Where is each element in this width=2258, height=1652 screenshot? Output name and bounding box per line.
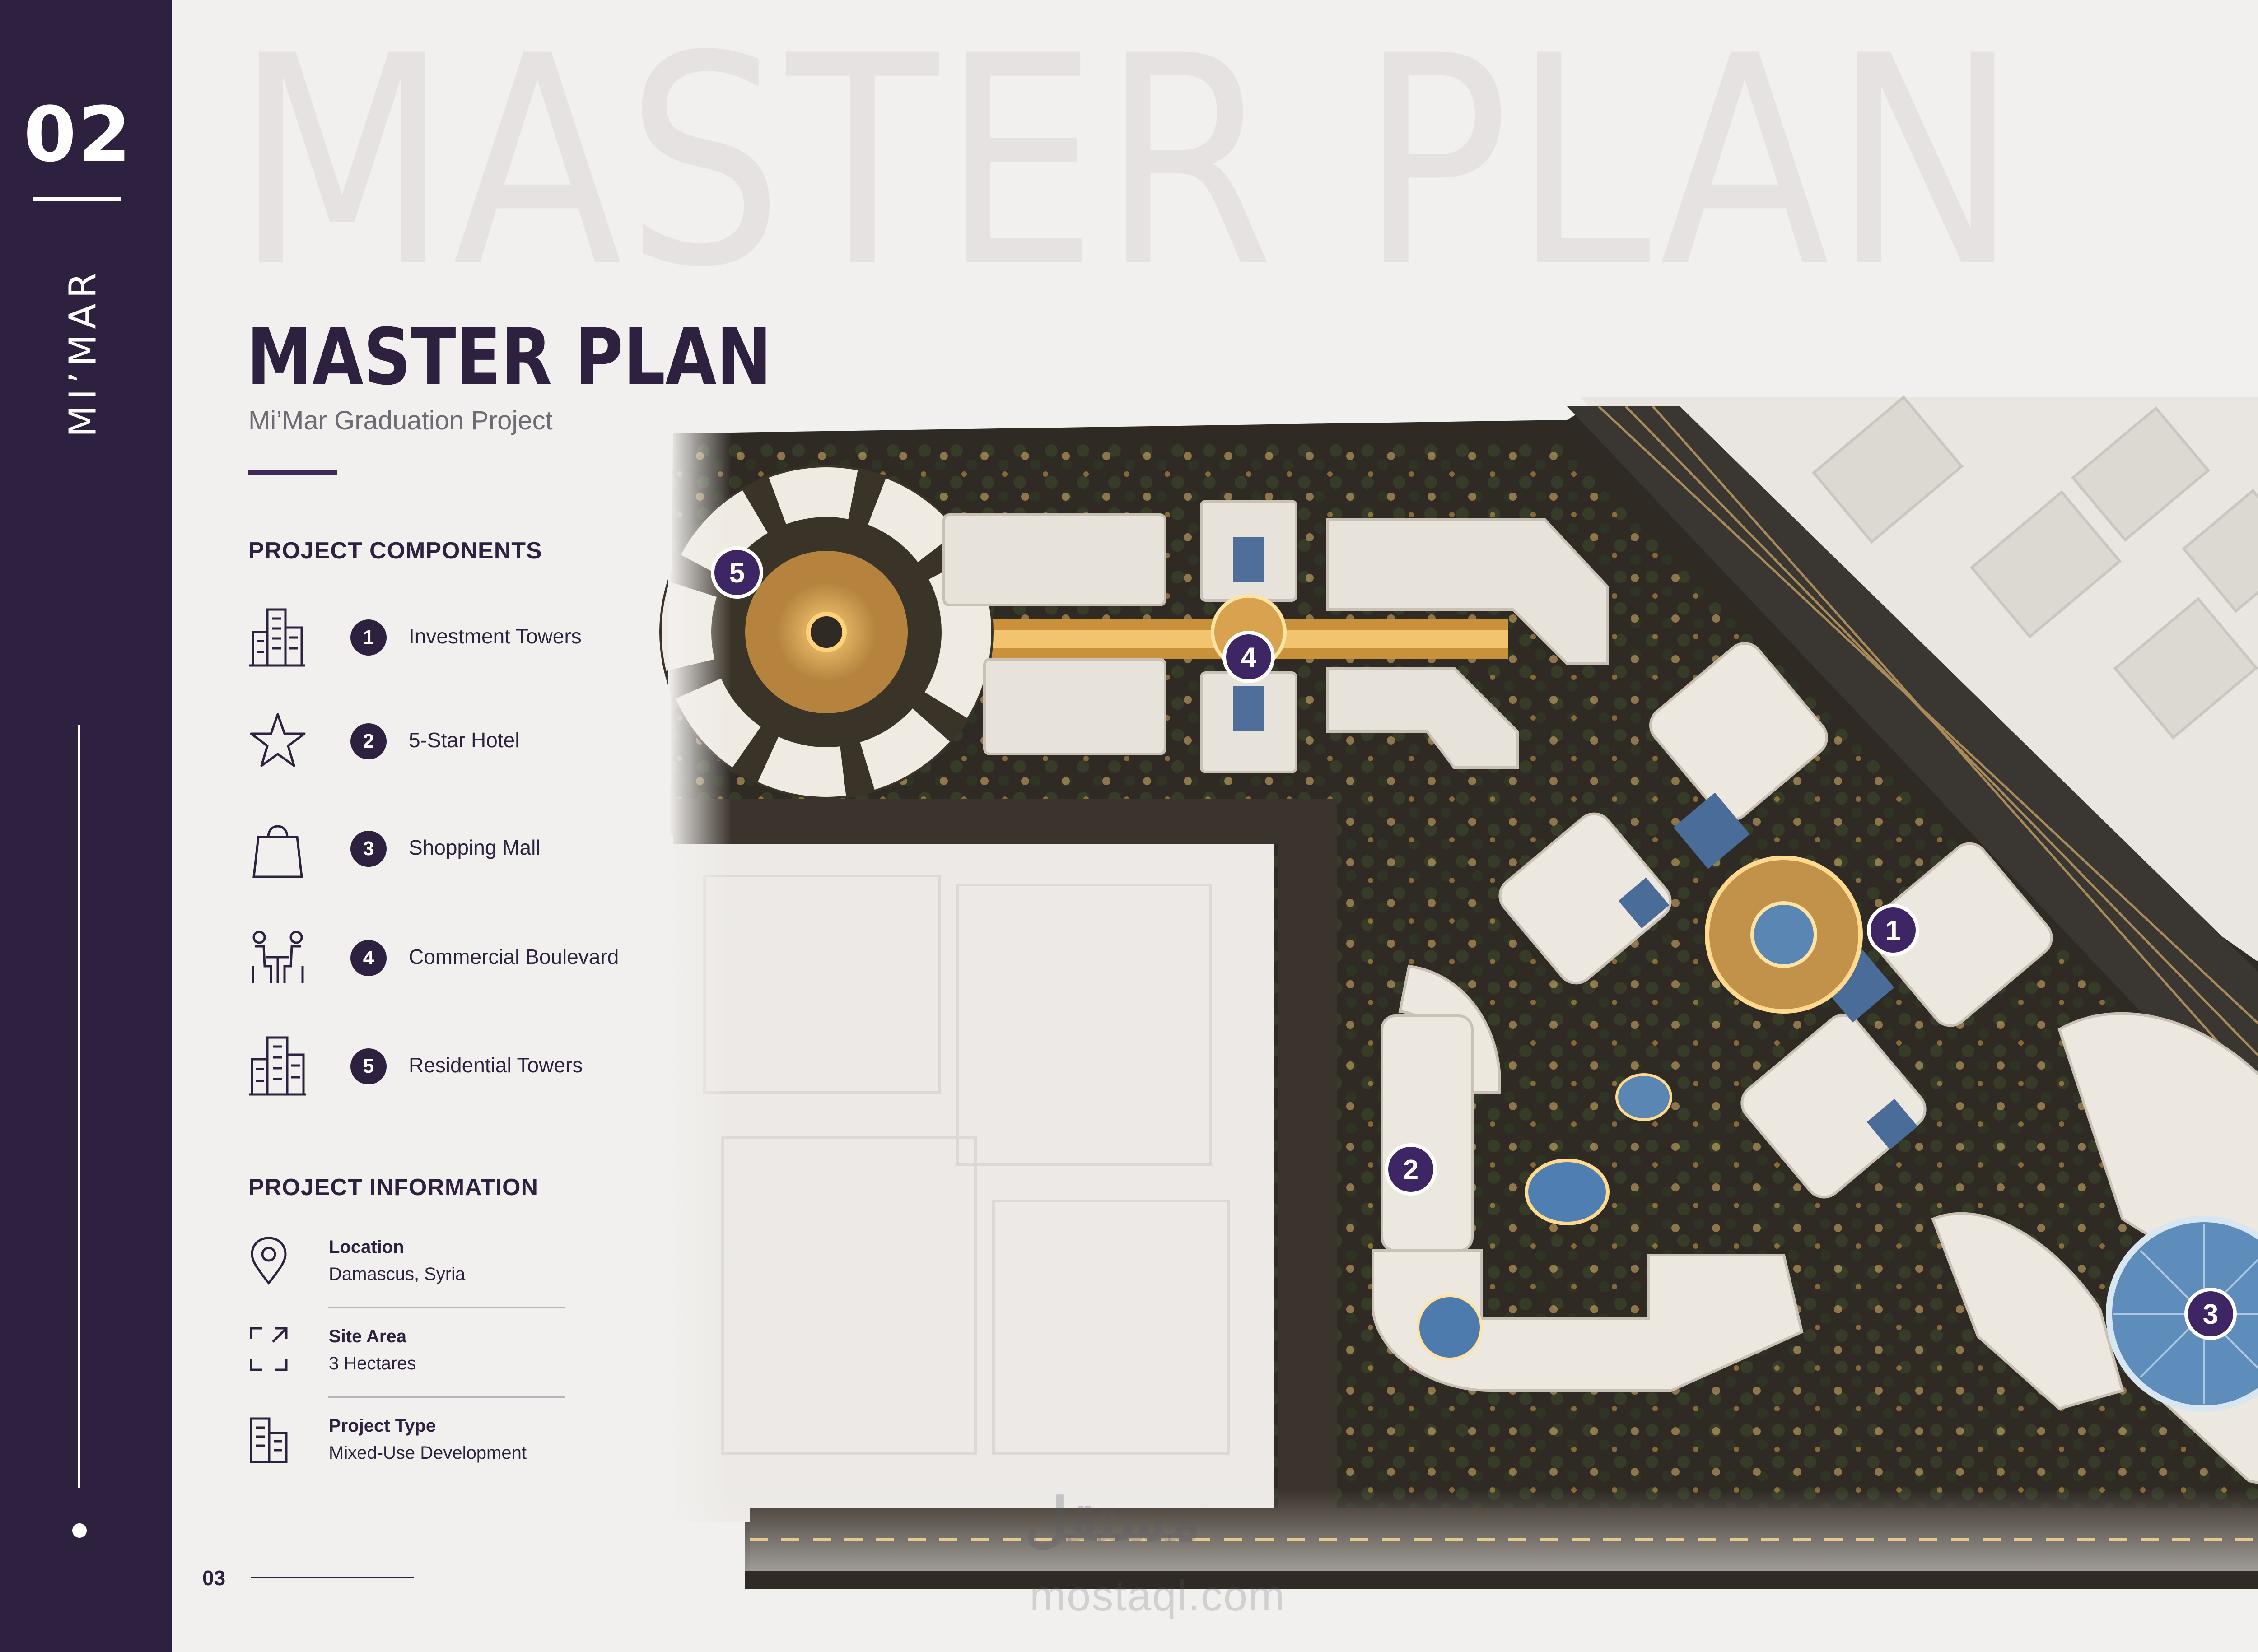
sidebar-vertical-line <box>78 725 80 1488</box>
info-value-site-area: 3 Hectares <box>329 1354 416 1373</box>
component-number-1: 1 <box>350 619 387 656</box>
plan-marker-4-label: 4 <box>1241 642 1257 673</box>
info-divider <box>328 1307 565 1308</box>
building-icon <box>250 1417 288 1463</box>
component-item: 1 Investment Towers <box>248 605 655 673</box>
info-item: Location Damascus, Syria <box>248 1236 564 1304</box>
component-label-residential-towers: Residential Towers <box>409 1053 583 1077</box>
towers-icon <box>249 608 305 667</box>
page-number-rule <box>251 1577 414 1578</box>
page-title: MASTER PLAN <box>247 312 772 402</box>
info-key-site-area: Site Area <box>329 1326 406 1346</box>
info-heading: PROJECT INFORMATION <box>248 1174 539 1201</box>
sidebar-band: 02 MI’MAR <box>0 0 172 1652</box>
component-number-2: 2 <box>350 723 387 759</box>
info-key-location: Location <box>329 1237 404 1257</box>
component-number-3: 3 <box>350 831 387 867</box>
info-value-project-type: Mixed-Use Development <box>329 1443 527 1463</box>
star-icon <box>250 713 306 767</box>
plan-marker-1[interactable]: 1 <box>1867 904 1919 956</box>
component-label-investment-towers: Investment Towers <box>409 624 582 648</box>
component-label-commercial-boulevard: Commercial Boulevard <box>409 945 619 968</box>
chapter-number: 02 <box>23 90 133 179</box>
component-item: 2 5-Star Hotel <box>248 709 655 777</box>
shopping-bag-icon <box>252 825 303 878</box>
info-key-project-type: Project Type <box>329 1416 436 1436</box>
plan-marker-2-label: 2 <box>1403 1154 1418 1186</box>
plan-marker-3[interactable]: 3 <box>2184 1288 2237 1340</box>
page-number: 03 <box>202 1566 226 1590</box>
info-value-location: Damascus, Syria <box>329 1264 466 1284</box>
component-item: 5 Residential Towers <box>248 1034 655 1102</box>
credit-watermark-arabic: مستقل <box>1025 1487 1201 1553</box>
plan-marker-2[interactable]: 2 <box>1385 1143 1437 1196</box>
plan-marker-5-label: 5 <box>729 558 745 589</box>
sidebar-dot <box>72 1523 87 1538</box>
location-pin-icon <box>251 1237 287 1285</box>
background-heading: MASTER PLAN <box>235 0 2022 330</box>
component-item: 4 Commercial Boulevard <box>248 926 655 993</box>
info-item: Project Type Mixed-Use Development <box>248 1415 564 1483</box>
components-heading: PROJECT COMPONENTS <box>248 538 542 564</box>
plan-marker-5[interactable]: 5 <box>711 546 763 599</box>
residential-towers-icon <box>249 1036 306 1096</box>
brand-vertical-label: MI’MAR <box>61 267 105 437</box>
component-label-shopping-mall: Shopping Mall <box>409 836 541 859</box>
plan-marker-1-label: 1 <box>1885 915 1901 946</box>
info-item: Site Area 3 Hectares <box>248 1326 564 1393</box>
component-number-4: 4 <box>350 940 387 976</box>
page-subtitle: Mi’Mar Graduation Project <box>248 406 553 435</box>
plan-marker-4[interactable]: 4 <box>1222 631 1275 683</box>
title-accent-rule <box>248 470 337 475</box>
plan-marker-3-label: 3 <box>2203 1299 2218 1330</box>
cafe-people-icon <box>252 931 304 983</box>
chapter-divider <box>33 197 121 201</box>
credit-watermark-latin: mostaql.com <box>1030 1572 1286 1620</box>
area-expand-icon <box>250 1327 288 1371</box>
info-divider <box>328 1396 565 1398</box>
component-number-5: 5 <box>350 1048 387 1084</box>
component-label-hotel: 5-Star Hotel <box>409 728 520 752</box>
component-item: 3 Shopping Mall <box>248 816 655 884</box>
